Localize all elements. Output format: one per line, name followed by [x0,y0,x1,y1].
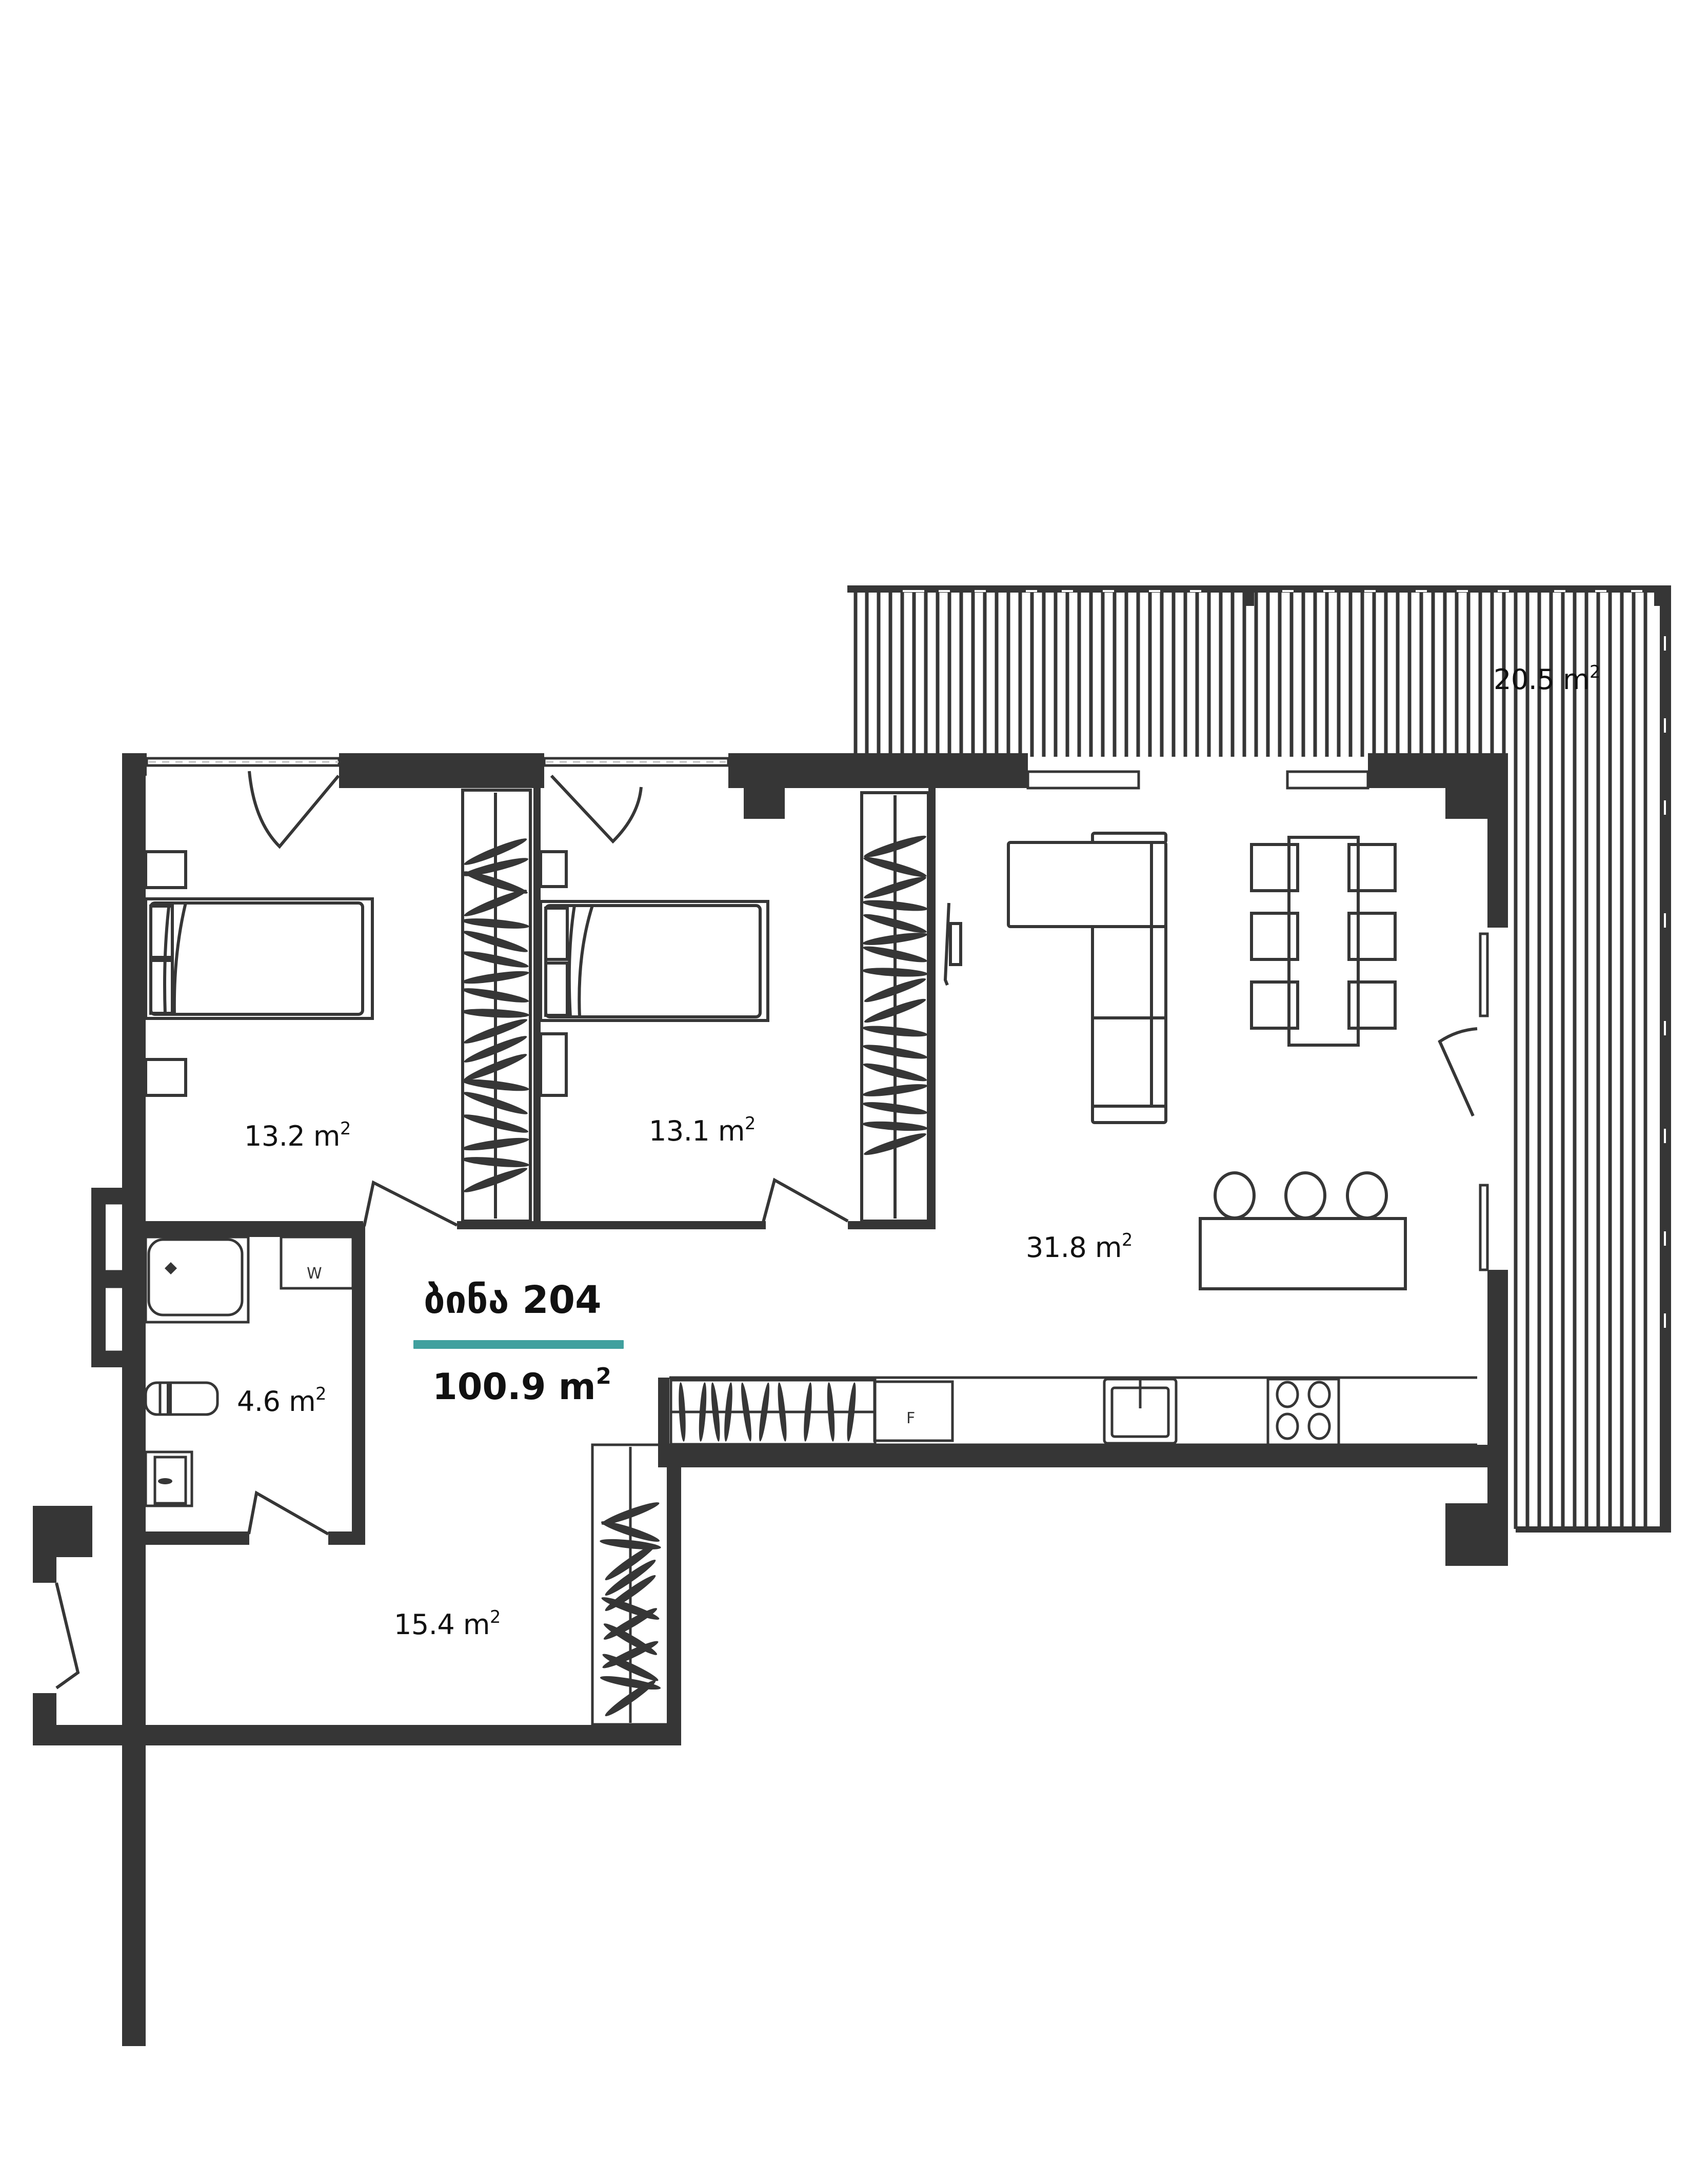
room-area-terrace: 20.5 m2 [1494,663,1600,696]
room-area-bedroom-2: 13.1 m2 [649,1115,756,1147]
room-area-bathroom: 4.6 m2 [237,1385,326,1418]
bedroom-1-furniture [144,789,532,1223]
area-value: 31.8 [1026,1231,1087,1264]
bathroom-fixtures [144,1235,354,1507]
hallway-wardrobe-hangers [600,1502,661,1717]
area-value: 13.2 [244,1120,305,1152]
area-exponent: 2 [1122,1229,1133,1250]
area-exponent: 2 [315,1383,326,1404]
shower-drain-icon [165,1262,177,1274]
area-unit: m [313,1120,341,1152]
area-value: 15.4 [394,1608,455,1641]
area-exponent: 2 [490,1606,501,1627]
unit-name: ბინა 204 [424,1278,602,1322]
area-value: 20.5 [1494,663,1555,696]
area-unit: m [289,1385,316,1418]
terrace [847,585,1671,1533]
area-unit: m [1095,1231,1122,1264]
terrace-railing [847,585,1671,1533]
room-area-living-kitchen: 31.8 m2 [1026,1231,1133,1264]
area-unit: m [1562,663,1590,696]
unit-total-area: 100.9 m2 [432,1365,611,1408]
pantry-hangers [679,1382,856,1442]
hallway-wardrobe [591,1443,670,1726]
windows [96,757,1489,1353]
wardrobe-2-hangers [862,835,928,1155]
unit-divider-bar [413,1340,624,1349]
area-exponent: 2 [340,1118,351,1138]
terrace-deck-slats [853,593,1647,1529]
living-furniture [1007,832,1407,1290]
washer-label: W [307,1265,322,1283]
room-area-bedroom-1: 13.2 m2 [244,1120,351,1152]
bath-sink-tap-icon [158,1478,172,1484]
room-area-hallway: 15.4 m2 [394,1608,501,1641]
area-unit: m [718,1115,745,1147]
area-value: 13.1 [649,1115,710,1147]
wardrobe-1-hangers [462,838,529,1192]
total-area-exponent: 2 [595,1363,611,1389]
kitchen-counter [669,1376,1477,1446]
area-unit: m [463,1608,490,1641]
area-value: 4.6 [237,1385,281,1418]
doors [55,771,1478,1690]
area-exponent: 2 [1590,661,1600,682]
total-area-value: 100.9 [432,1366,546,1408]
total-area-unit: m [558,1366,596,1408]
fridge-label: F [906,1409,915,1427]
area-exponent: 2 [745,1113,756,1133]
